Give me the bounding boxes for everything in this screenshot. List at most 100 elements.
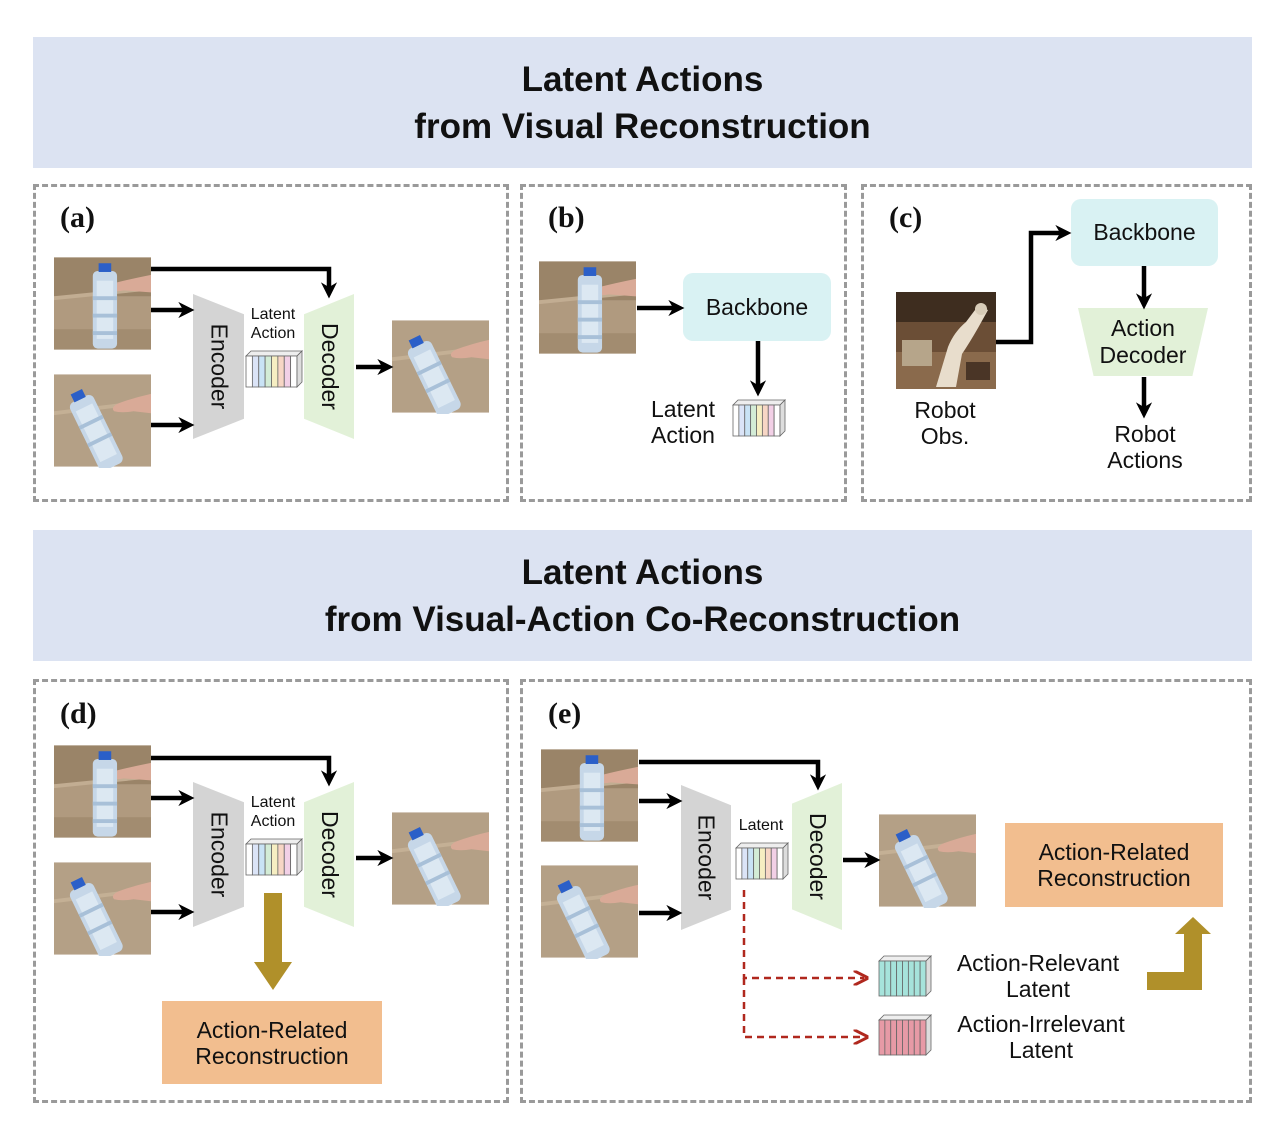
latent-cell [283, 355, 292, 388]
latent-cell [283, 843, 292, 876]
action-decoder-line2: Decoder [1099, 342, 1187, 368]
latent-cell [878, 960, 886, 997]
latent-cell [902, 1019, 909, 1056]
robot-obs-line2: Obs. [920, 423, 970, 449]
stack-top [878, 1014, 932, 1021]
latent-label-line1: Latent [250, 306, 296, 323]
latent-cell [264, 843, 272, 876]
latent-cell [776, 847, 784, 880]
panel-b-label: (b) [548, 201, 585, 234]
latent-cell [277, 843, 285, 876]
input-frame-2-image [54, 373, 151, 468]
panel-a [33, 184, 509, 502]
panel-c-label: (c) [889, 201, 923, 234]
latent-cell [759, 847, 766, 880]
panel-e [520, 679, 1252, 1103]
robot-obs-label: Robot Obs. [895, 397, 995, 449]
encoder-label: Encoder [693, 814, 720, 901]
stack-side [296, 838, 303, 876]
panel-d [33, 679, 509, 1103]
relevant-line2: Latent [1006, 976, 1070, 1002]
encoder-block: Encoder [681, 785, 731, 930]
latent-action-stack [245, 350, 303, 388]
irrelevant-line1: Action-Irrelevant [957, 1011, 1125, 1037]
panel-c [861, 184, 1252, 502]
recon-line1: Action-Related [196, 1016, 348, 1043]
latent-action-label: Latent Action [244, 793, 302, 831]
decoder-label: Decoder [804, 813, 831, 900]
stack-side [296, 350, 303, 388]
top-banner-title: Latent Actions [521, 59, 764, 99]
latent-cell [753, 847, 760, 880]
input-frame-1-image [54, 744, 151, 839]
latent-cell [290, 355, 298, 388]
latent-cell [747, 847, 755, 880]
latent-cell [738, 404, 746, 437]
latent-cell [251, 355, 260, 388]
latent-cell [764, 847, 772, 880]
latent-cell [902, 960, 909, 997]
latent-label-line2: Action [651, 422, 715, 448]
decoder-block: Decoder [304, 782, 354, 927]
latent-cell [884, 960, 892, 997]
relevant-line1: Action-Relevant [956, 950, 1120, 976]
latent-cell [884, 1019, 892, 1056]
encoder-label: Encoder [206, 811, 233, 898]
latent-cell [258, 355, 266, 388]
reconstructed-frame-image [392, 811, 489, 906]
latent-cell [258, 843, 266, 876]
latent-stack [735, 842, 789, 880]
latent-cell [890, 1019, 898, 1056]
encoder-label: Encoder [206, 323, 233, 410]
latent-cell [756, 404, 763, 437]
latent-cell [890, 960, 898, 997]
latent-cell [741, 847, 749, 880]
action-relevant-latent-label: Action-Relevant Latent [940, 950, 1136, 1002]
irrelevant-line2: Latent [1009, 1037, 1073, 1063]
stack-side [779, 399, 786, 437]
action-relevant-latent-stack [878, 955, 932, 997]
top-banner: Latent Actions from Visual Reconstructio… [33, 37, 1252, 168]
robot-actions-line1: Robot [1114, 421, 1176, 447]
latent-label: Latent [738, 817, 784, 834]
encoder-block: Encoder [193, 294, 244, 439]
latent-action-stack [245, 838, 303, 876]
latent-cell [264, 355, 272, 388]
latent-cell [245, 843, 253, 876]
latent-cell [770, 847, 778, 880]
latent-cell [271, 843, 279, 876]
latent-cell [907, 960, 915, 997]
stack-top [732, 399, 786, 406]
latent-cell [732, 404, 740, 437]
panel-e-label: (e) [548, 697, 582, 730]
input-frame-2-image [541, 864, 638, 959]
latent-cell [907, 1019, 915, 1056]
latent-cell [245, 355, 253, 388]
action-irrelevant-latent-stack [878, 1014, 932, 1056]
bottom-banner-subtitle: from Visual-Action Co-Reconstruction [324, 599, 961, 639]
stack-top [245, 350, 303, 357]
bottom-banner-title: Latent Actions [521, 552, 764, 592]
latent-cell [896, 1019, 903, 1056]
latent-cell [913, 1019, 921, 1056]
stack-side [925, 1014, 932, 1056]
stack-top [245, 838, 303, 845]
input-frame-image [539, 260, 636, 355]
backbone-block: Backbone [1071, 199, 1218, 266]
latent-label-line1: Latent [250, 794, 296, 811]
panel-a-label: (a) [60, 201, 95, 234]
robot-actions-label: Robot Actions [1085, 421, 1205, 473]
robot-actions-line2: Actions [1107, 447, 1183, 473]
recon-line1: Action-Related [1038, 839, 1190, 865]
latent-action-label: Latent Action [244, 305, 302, 343]
action-decoder-line1: Action [1111, 315, 1175, 341]
stack-side [925, 955, 932, 997]
input-frame-1-image [54, 256, 151, 351]
stack-top [735, 842, 789, 849]
decoder-label: Decoder [316, 811, 343, 898]
input-frame-1-image [541, 748, 638, 843]
recon-line2: Reconstruction [195, 1042, 349, 1069]
